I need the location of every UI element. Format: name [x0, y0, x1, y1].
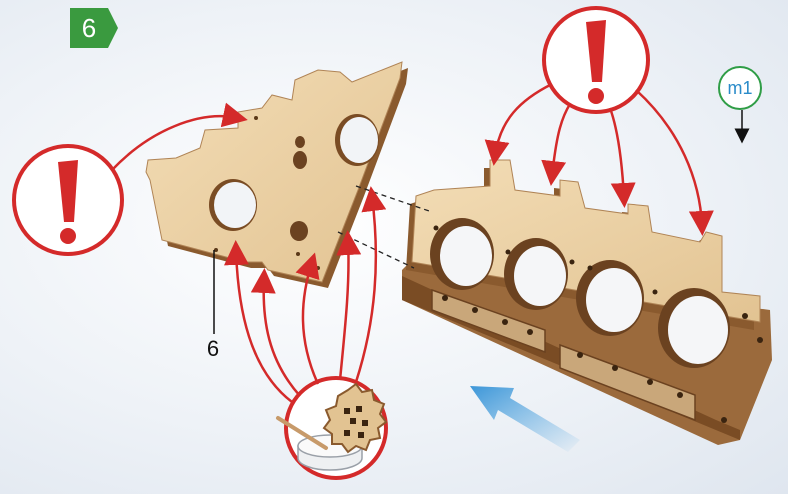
- module-label: m1: [720, 68, 760, 108]
- warning-icon: [544, 8, 648, 112]
- wooden-plate-part-6: [146, 62, 408, 288]
- step-number-badge: 6: [70, 8, 118, 48]
- step-number: 6: [70, 8, 108, 48]
- warning-icon: [14, 146, 122, 254]
- module-badge: m1: [718, 66, 762, 110]
- part-number-label: 6: [198, 336, 228, 362]
- push-direction-arrow-icon: [470, 386, 580, 452]
- engine-block-assembly: [402, 160, 772, 445]
